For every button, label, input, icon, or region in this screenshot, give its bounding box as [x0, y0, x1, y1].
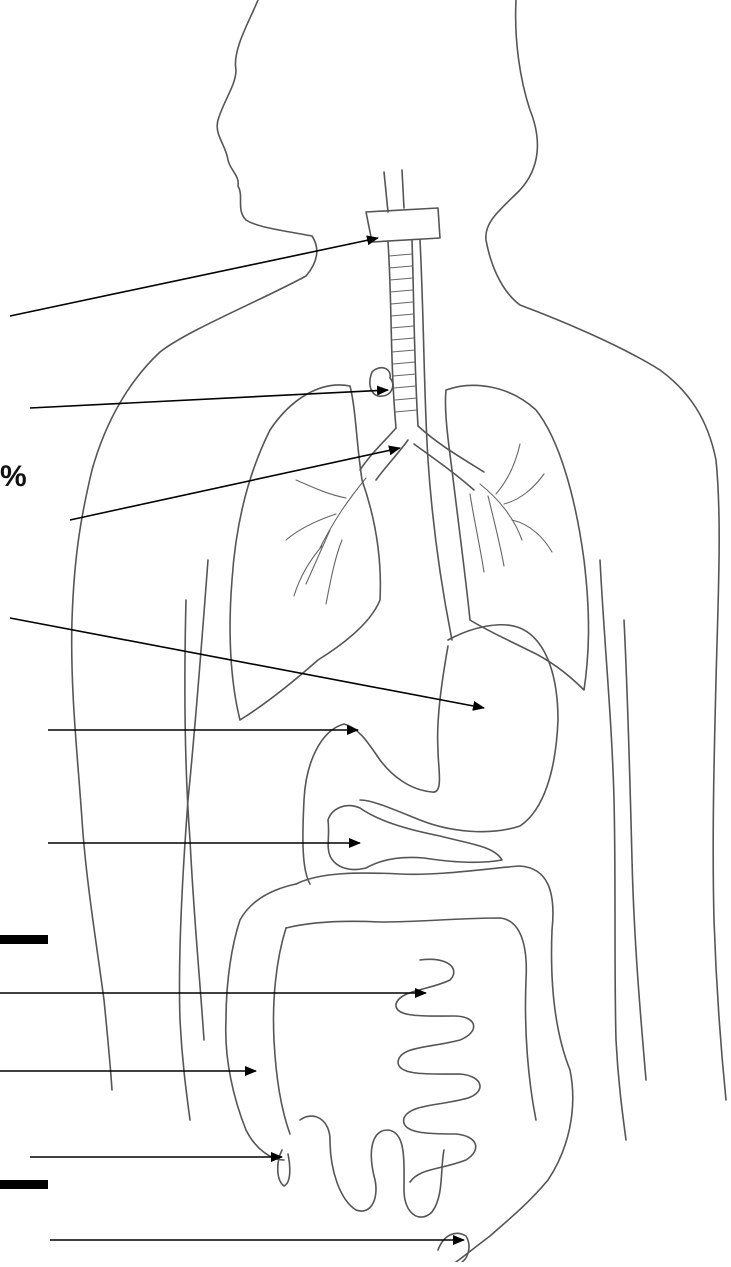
pointer-lines [0, 238, 484, 1240]
right-arm-inner-line [600, 560, 626, 1140]
intestines [226, 866, 573, 1262]
left-lung [230, 385, 380, 720]
thymus-blob [370, 368, 393, 397]
large-intestine-outline [296, 866, 573, 1262]
abdominal-organs [303, 625, 558, 884]
inner-colon-border [286, 918, 536, 1120]
rectum [438, 1233, 469, 1262]
face-profile [72, 0, 317, 1090]
left-arm-inner-line-2 [185, 600, 204, 1040]
thymus-pointer [30, 390, 388, 408]
answer-blank-bar-2 [0, 1180, 48, 1189]
pancreas-outline [328, 806, 502, 870]
right-main-bronchus [414, 426, 484, 490]
airway [286, 170, 552, 640]
liver-outline [303, 646, 448, 884]
body-outline [72, 0, 726, 1140]
right-arm-inner-line-2 [624, 620, 646, 1080]
upper-airway-left [384, 172, 388, 212]
larynx-pointer [10, 238, 378, 316]
left-bronchial-tree [286, 478, 366, 604]
appendix [278, 1150, 290, 1186]
answer-blank-bar-1 [0, 935, 48, 944]
inner-colon-left-border [274, 928, 291, 1134]
partial-label-glyph: % [0, 462, 27, 492]
right-lung [445, 385, 588, 690]
stomach-pointer [10, 618, 484, 708]
stomach-outline [360, 625, 558, 832]
left-main-bronchus [360, 428, 408, 480]
upper-airway-right [402, 170, 404, 208]
small-intestine-lower-loops [300, 1116, 444, 1217]
bronchi-pointer [70, 448, 400, 520]
right-bronchial-tree [470, 444, 552, 572]
back-of-neck-and-shoulder [486, 0, 726, 1100]
larynx-band [366, 208, 440, 242]
